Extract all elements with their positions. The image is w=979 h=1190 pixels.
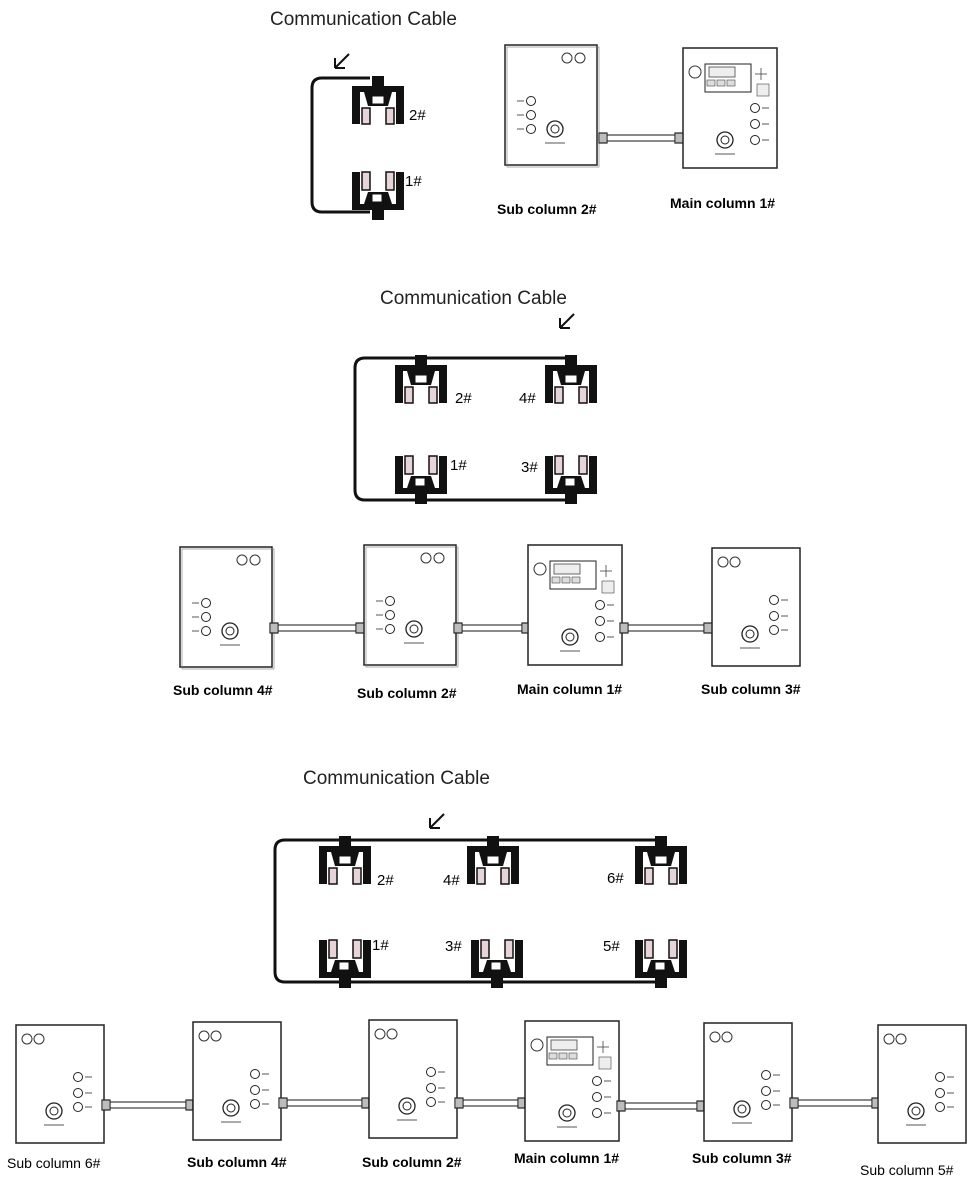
box-label: Sub column 2# (357, 685, 457, 701)
cable-title: Communication Cable (380, 288, 567, 309)
control-box-icon (179, 546, 275, 670)
column-number: 2# (377, 872, 394, 889)
cable-title: Communication Cable (270, 9, 457, 30)
column-lift-icon (634, 835, 688, 885)
column-lift-icon (394, 455, 448, 505)
cable-connector-icon (598, 132, 608, 144)
arrow-icon (559, 313, 575, 329)
diagram-2: Communication Cable 2# 4# 1# 3# Sub colu… (173, 288, 801, 701)
cable-connector-icon (454, 1097, 464, 1109)
control-box-icon (711, 547, 801, 667)
box-label: Sub column 3# (701, 681, 801, 697)
column-lift-icon (544, 354, 598, 404)
column-number: 3# (521, 459, 538, 476)
cable-connector-icon (453, 622, 463, 634)
cable-title: Communication Cable (303, 768, 490, 789)
box-label: Sub column 4# (173, 682, 273, 698)
box-label: Main column 1# (670, 195, 775, 211)
diagram-3: Communication Cable 2# 4# 6# 1# 3# 5# (7, 768, 967, 1178)
control-box-icon (703, 1022, 793, 1142)
cable-connector-icon (101, 1099, 111, 1111)
cable-connector-icon (789, 1097, 799, 1109)
box-label: Main column 1# (514, 1150, 619, 1166)
cable-connector-icon (619, 622, 629, 634)
column-number: 5# (603, 938, 620, 955)
column-lift-icon (544, 455, 598, 505)
column-number: 2# (409, 107, 426, 124)
communication-cable (273, 838, 660, 984)
arrow-icon (334, 53, 350, 69)
control-box-icon (192, 1021, 282, 1141)
column-lift-icon (466, 835, 520, 885)
diagram-1: Communication Cable 2# 1# Sub column 2# … (270, 9, 778, 221)
box-label: Sub column 2# (497, 201, 597, 217)
column-number: 4# (519, 390, 536, 407)
cable-connector-icon (269, 622, 279, 634)
communication-cable (310, 76, 370, 214)
control-box-icon (524, 1020, 620, 1142)
box-label: Sub column 2# (362, 1154, 462, 1170)
cable-connector-icon (355, 622, 365, 634)
control-box-icon (15, 1024, 105, 1144)
control-box-icon (363, 544, 459, 668)
box-label: Main column 1# (517, 681, 622, 697)
control-box-icon (877, 1024, 967, 1144)
column-lift-icon (394, 354, 448, 404)
cable-connector-icon (674, 132, 684, 144)
arrow-icon (429, 813, 445, 829)
cable-connector-icon (703, 622, 713, 634)
column-number: 3# (445, 938, 462, 955)
control-box-icon (504, 44, 600, 168)
column-number: 1# (372, 937, 389, 954)
control-box-icon (368, 1019, 458, 1139)
column-lift-icon (351, 75, 405, 125)
communication-cable (353, 356, 570, 502)
box-label: Sub column 3# (692, 1150, 792, 1166)
column-number: 4# (443, 872, 460, 889)
column-number: 6# (607, 870, 624, 887)
box-label: Sub column 4# (187, 1154, 287, 1170)
control-box-icon (527, 544, 623, 666)
column-lift-icon (318, 835, 372, 885)
control-box-icon (682, 47, 778, 169)
column-number: 2# (455, 390, 472, 407)
column-number: 1# (405, 173, 422, 190)
column-number: 1# (450, 457, 467, 474)
cable-connector-icon (278, 1097, 288, 1109)
box-label: Sub column 6# (7, 1155, 101, 1171)
box-label: Sub column 5# (860, 1162, 954, 1178)
cable-connector-icon (616, 1100, 626, 1112)
